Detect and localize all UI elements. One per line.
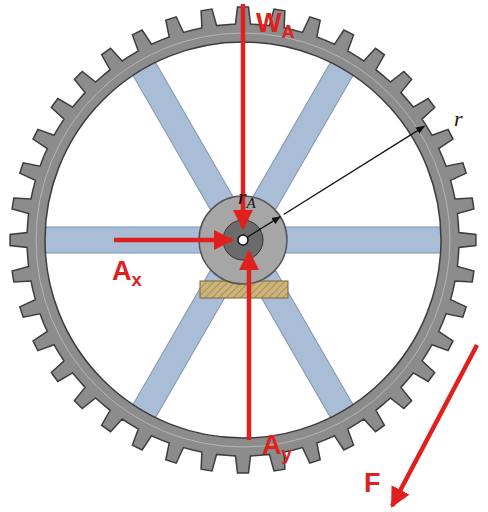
radius-line xyxy=(284,126,425,214)
force-label: WA xyxy=(256,10,295,41)
force-arrow xyxy=(392,345,477,506)
spoke xyxy=(247,56,357,221)
radius-label: r xyxy=(454,108,463,130)
force-label: Ay xyxy=(262,432,292,463)
force-arrow xyxy=(114,238,232,243)
force-arrow xyxy=(247,252,252,440)
pin xyxy=(238,235,248,245)
spoke xyxy=(129,56,239,221)
radius-label: rA xyxy=(238,186,256,211)
radius-line xyxy=(248,217,280,237)
spoke xyxy=(273,227,448,253)
force-label: F xyxy=(364,470,381,497)
force-label: Ax xyxy=(112,258,142,289)
